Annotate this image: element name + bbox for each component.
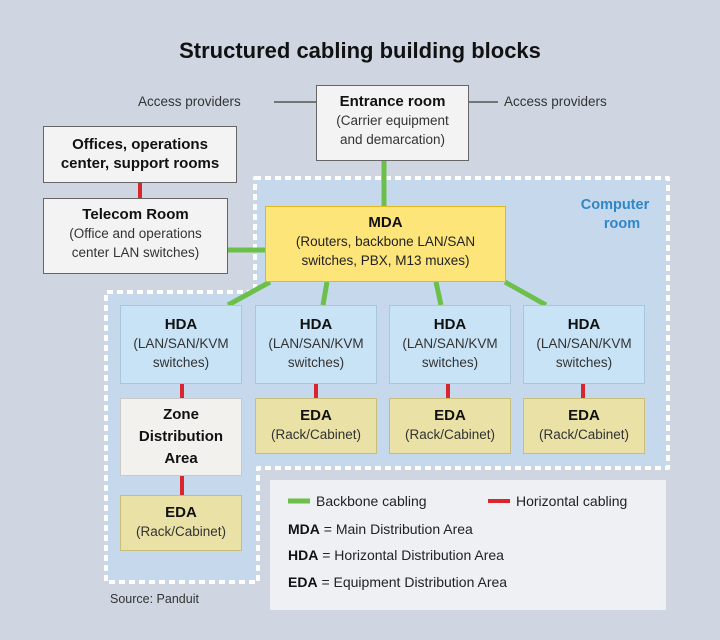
offices-line1: Offices, operations	[72, 136, 208, 153]
legend-swatches	[288, 498, 510, 504]
eda-3-title: EDA	[434, 407, 466, 424]
hda-box-2: HDA (LAN/SAN/KVM switches)	[255, 305, 377, 384]
hda-4-title: HDA	[567, 316, 601, 333]
eda-4-title: EDA	[568, 407, 600, 424]
legend-mda-abbr: MDA	[288, 521, 320, 537]
telecom-room-line2: center LAN switches)	[71, 245, 200, 260]
eda-1-title: EDA	[165, 504, 197, 521]
entrance-room-line2: and demarcation)	[339, 132, 446, 147]
hda-2-title: HDA	[299, 316, 333, 333]
eda-1-sub: (Rack/Cabinet)	[135, 524, 227, 539]
eda-box-1: EDA (Rack/Cabinet)	[120, 495, 242, 551]
zone-line2: Distribution	[138, 428, 224, 445]
hda-box-3: HDA (LAN/SAN/KVM switches)	[389, 305, 511, 384]
legend-mda-definition: MDA = Main Distribution Area	[288, 521, 473, 537]
backbone-mda-hda4	[503, 279, 548, 308]
legend-horizontal-label: Horizontal cabling	[516, 493, 628, 509]
legend-hda-definition: HDA = Horizontal Distribution Area	[288, 547, 504, 563]
entrance-room-box: Entrance room (Carrier equipment and dem…	[316, 85, 469, 161]
mda-line1: (Routers, backbone LAN/SAN	[295, 234, 476, 249]
offices-box: Offices, operations center, support room…	[43, 126, 237, 183]
backbone-mda-hda3	[433, 281, 444, 306]
zone-line1: Zone	[163, 406, 199, 423]
computer-room-label: Computer room	[570, 196, 660, 234]
access-providers-right: Access providers	[504, 94, 607, 109]
offices-line2: center, support rooms	[60, 155, 220, 172]
hda-4-line2: switches)	[555, 355, 613, 370]
telecom-room-box: Telecom Room (Office and operations cent…	[43, 198, 228, 274]
zone-line3: Area	[164, 450, 198, 467]
eda-box-3: EDA (Rack/Cabinet)	[389, 398, 511, 454]
zone-distribution-area-box: Zone Distribution Area	[120, 398, 242, 476]
entrance-room-title: Entrance room	[339, 93, 446, 110]
hda-1-line2: switches)	[152, 355, 210, 370]
hda-3-line2: switches)	[421, 355, 479, 370]
legend-backbone-label: Backbone cabling	[316, 493, 427, 509]
eda-4-sub: (Rack/Cabinet)	[538, 427, 630, 442]
mda-box: MDA (Routers, backbone LAN/SAN switches,…	[265, 206, 506, 282]
hda-box-4: HDA (LAN/SAN/KVM switches)	[523, 305, 645, 384]
hda-3-title: HDA	[433, 316, 467, 333]
legend-eda-abbr: EDA	[288, 574, 318, 590]
hda-3-line1: (LAN/SAN/KVM	[402, 336, 498, 351]
telecom-room-title: Telecom Room	[82, 206, 189, 223]
legend-eda-def: = Equipment Distribution Area	[317, 574, 508, 590]
eda-2-sub: (Rack/Cabinet)	[270, 427, 362, 442]
legend-hda-abbr: HDA	[288, 547, 319, 563]
backbone-mda-hda2	[320, 281, 330, 306]
computer-room-line1: Computer	[580, 197, 650, 213]
legend-mda-def: = Main Distribution Area	[319, 521, 473, 537]
hda-2-line2: switches)	[287, 355, 345, 370]
eda-box-4: EDA (Rack/Cabinet)	[523, 398, 645, 454]
legend-eda-definition: EDA = Equipment Distribution Area	[288, 574, 507, 590]
eda-3-sub: (Rack/Cabinet)	[404, 427, 496, 442]
mda-title: MDA	[368, 214, 403, 231]
computer-room-line2: room	[603, 216, 641, 232]
hda-2-line1: (LAN/SAN/KVM	[268, 336, 364, 351]
backbone-mda-hda1	[226, 279, 272, 308]
access-providers-left: Access providers	[138, 94, 241, 109]
telecom-room-line1: (Office and operations	[69, 226, 202, 241]
mda-line2: switches, PBX, M13 muxes)	[301, 253, 470, 268]
hda-4-line1: (LAN/SAN/KVM	[536, 336, 632, 351]
hda-box-1: HDA (LAN/SAN/KVM switches)	[120, 305, 242, 384]
hda-1-line1: (LAN/SAN/KVM	[133, 336, 229, 351]
hda-1-title: HDA	[164, 316, 198, 333]
computer-room-outline	[104, 176, 670, 584]
eda-2-title: EDA	[300, 407, 332, 424]
diagram-title: Structured cabling building blocks	[179, 38, 541, 63]
eda-box-2: EDA (Rack/Cabinet)	[255, 398, 377, 454]
source-credit: Source: Panduit	[110, 592, 199, 606]
entrance-room-line1: (Carrier equipment	[336, 113, 449, 128]
legend-hda-def: = Horizontal Distribution Area	[318, 547, 504, 563]
legend: Backbone cabling Horizontal cabling MDA …	[270, 480, 666, 610]
